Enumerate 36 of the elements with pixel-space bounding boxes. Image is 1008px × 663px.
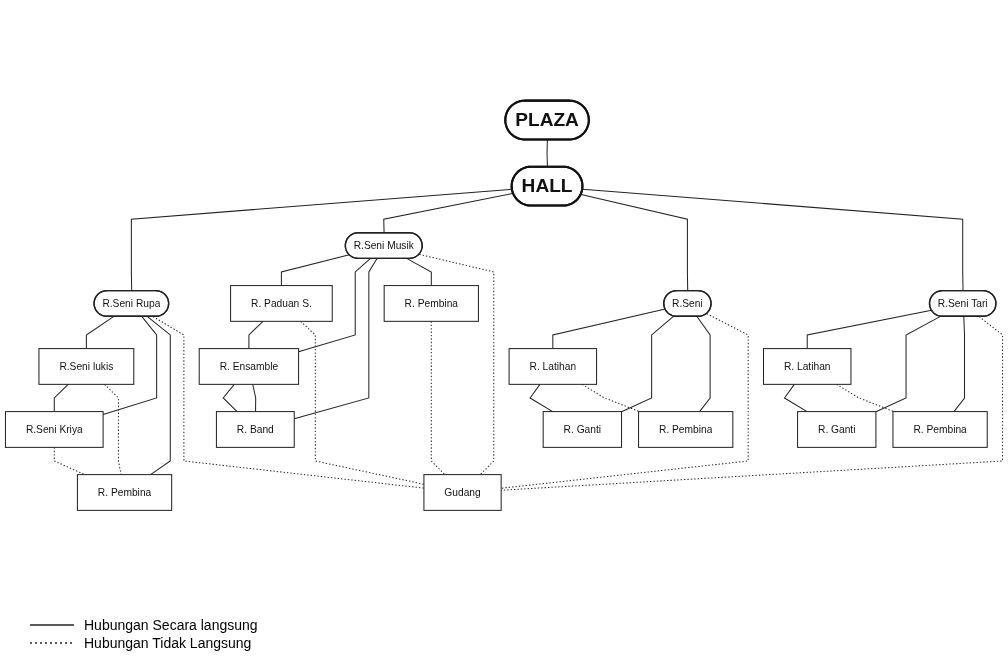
legend-text: Hubungan Tidak Langsung (84, 635, 252, 651)
connector (252, 383, 257, 413)
node-box: R. Paduan S. (230, 285, 333, 322)
node-box: R. Pembina (76, 474, 173, 511)
connector (53, 383, 69, 413)
connector (580, 193, 689, 292)
node-box: R. Pembina (638, 411, 734, 448)
connector (581, 383, 641, 413)
node-box: R. Pembina (383, 285, 479, 322)
legend-text: Hubungan Secara langsung (84, 617, 258, 633)
node-box: Gudang (423, 474, 502, 511)
connector (130, 188, 513, 292)
connector (406, 258, 432, 287)
connector (146, 316, 171, 476)
connector (806, 309, 933, 350)
connector (280, 254, 350, 287)
node-box: R. Band (215, 411, 295, 448)
connector (953, 316, 965, 413)
connector (383, 192, 514, 234)
node-box: R. Ganti (797, 411, 877, 448)
node-box: R. Pembina (892, 411, 988, 448)
node-box: R. Ensamble (198, 348, 300, 385)
connector (248, 320, 264, 350)
connector (836, 383, 895, 413)
connector (696, 316, 711, 413)
connector (85, 316, 114, 350)
node-box: R.Seni Kriya (4, 411, 104, 448)
connector (582, 188, 964, 292)
node-box: R.Seni lukis (38, 348, 135, 385)
connector (298, 258, 371, 353)
node-box: R. Ganti (542, 411, 623, 448)
connector (875, 315, 941, 413)
connector (552, 308, 666, 350)
connector (621, 315, 675, 413)
node-box: R. Latihan (508, 348, 598, 385)
node-box: R. Latihan (762, 348, 852, 385)
